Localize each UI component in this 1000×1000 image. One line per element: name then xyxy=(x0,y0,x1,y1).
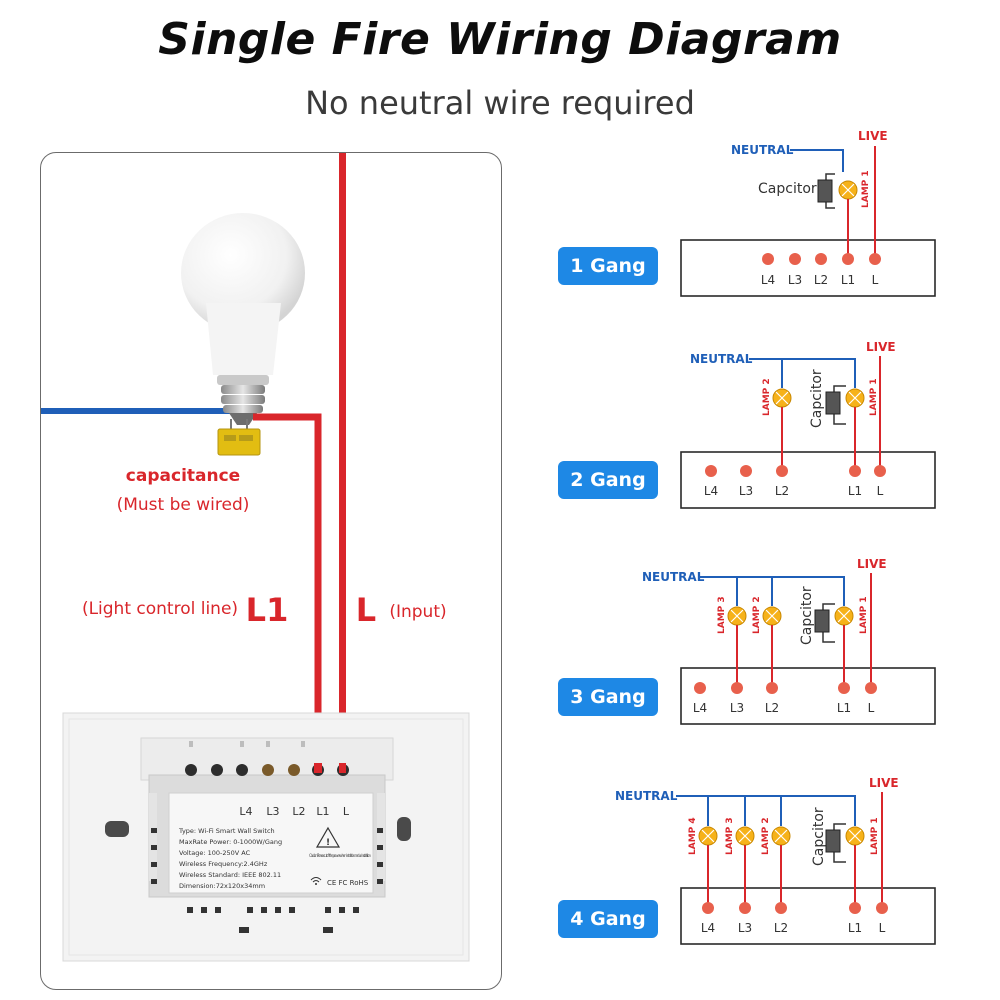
capacitor-label: Capcitor xyxy=(811,807,827,866)
light-control-line-label: (Light control line) xyxy=(82,599,238,619)
diagram-subtitle: No neutral wire required xyxy=(305,84,695,122)
neutral-label: NEUTRAL xyxy=(731,143,794,157)
terminal-l2: L2 xyxy=(774,921,788,935)
must-be-wired-label: (Must be wired) xyxy=(117,495,250,515)
input-label: (Input) xyxy=(389,602,446,622)
terminal-l3: L3 xyxy=(738,921,752,935)
spec-line: MaxRate Power: 0-1000W/Gang xyxy=(179,838,282,846)
terminal-l3: L3 xyxy=(739,484,753,498)
terminal-l1: L1 xyxy=(841,273,855,287)
terminal-l1: L1 xyxy=(848,484,862,498)
lamp-label: LAMP 3 xyxy=(725,817,735,855)
switch-terminal-l2: L2 xyxy=(292,805,305,818)
live-label: LIVE xyxy=(858,129,888,143)
smart-switch-back xyxy=(62,712,470,962)
spec-line: Wireless Frequency:2.4GHz xyxy=(179,860,268,868)
certification-marks: CE FC RoHS xyxy=(327,879,369,887)
lamp-label: LAMP 2 xyxy=(752,596,762,634)
live-label: LIVE xyxy=(857,557,887,571)
neutral-label: NEUTRAL xyxy=(642,570,705,584)
spec-line: Type: Wi-Fi Smart Wall Switch xyxy=(178,827,275,835)
caution-text: Caution: Please cut off the power when i… xyxy=(309,853,371,858)
lamp-label: LAMP 1 xyxy=(861,170,871,208)
lamp-label: LAMP 1 xyxy=(869,378,879,416)
lamp-label: LAMP 1 xyxy=(870,817,880,855)
spec-line: Wireless Standard: IEEE 802.11 xyxy=(179,871,281,879)
gang-diagram-3: NEUTRAL LIVE Capcitor LAMP 3 LAMP 2 LAMP… xyxy=(642,557,936,725)
neutral-label: NEUTRAL xyxy=(690,352,753,366)
terminal-l: L xyxy=(868,701,875,715)
terminal-l4: L4 xyxy=(761,273,775,287)
l1-big-label: L1 xyxy=(246,591,289,629)
capacitor-icon xyxy=(217,419,261,456)
lamp-label: LAMP 2 xyxy=(762,378,772,416)
spec-line: Dimension:72x120x34mm xyxy=(179,882,265,890)
terminal-l: L xyxy=(879,921,886,935)
wifi-icon xyxy=(310,877,322,885)
badge-3-gang: 3 Gang xyxy=(558,678,658,716)
terminal-l4: L4 xyxy=(693,701,707,715)
capacitor-label: Capcitor xyxy=(809,369,825,428)
caution-warning-icon: ! xyxy=(315,826,341,848)
lamp-label: LAMP 1 xyxy=(859,596,869,634)
terminal-l4: L4 xyxy=(704,484,718,498)
terminal-l3: L3 xyxy=(788,273,802,287)
switch-terminal-l3: L3 xyxy=(266,805,279,818)
svg-text:!: ! xyxy=(326,838,330,848)
terminal-l1: L1 xyxy=(848,921,862,935)
terminal-l4: L4 xyxy=(701,921,715,935)
l-big-label: L xyxy=(356,591,376,629)
l1-wire-end xyxy=(314,763,322,773)
light-bulb-icon xyxy=(181,213,305,425)
lamp-label: LAMP 3 xyxy=(717,596,727,634)
neutral-wire xyxy=(41,408,236,414)
switch-terminal-l4: L4 xyxy=(239,805,252,818)
neutral-label: NEUTRAL xyxy=(615,789,678,803)
switch-terminal-labels: L4 L3 L2 L1 L xyxy=(239,805,350,818)
switch-terminal-l: L xyxy=(343,805,350,818)
badge-1-gang: 1 Gang xyxy=(558,247,658,285)
capacitor-label: Capcitor xyxy=(758,181,817,197)
live-label: LIVE xyxy=(869,776,899,790)
l-wire-end xyxy=(339,763,346,773)
live-wire xyxy=(339,153,346,771)
badge-4-gang: 4 Gang xyxy=(558,900,658,938)
switch-spec-label: Type: Wi-Fi Smart Wall Switch MaxRate Po… xyxy=(178,827,282,890)
badge-2-gang: 2 Gang xyxy=(558,461,658,499)
light-control-wire xyxy=(253,413,322,771)
terminal-l: L xyxy=(872,273,879,287)
gang-diagram-1: NEUTRAL LIVE Capcitor LAMP 1 L4 L3 L2 L1… xyxy=(680,129,936,297)
spec-line: Voltage: 100-250V AC xyxy=(179,849,251,857)
gang-diagram-4: NEUTRAL LIVE Capcitor LAMP 4 LAMP 3 LAMP… xyxy=(615,776,936,945)
terminal-l2: L2 xyxy=(775,484,789,498)
lamp-label: LAMP 2 xyxy=(761,817,771,855)
terminal-l1: L1 xyxy=(837,701,851,715)
terminal-l2: L2 xyxy=(765,701,779,715)
terminal-l: L xyxy=(877,484,884,498)
gang-diagram-2: NEUTRAL LIVE Capcitor LAMP 2 LAMP 1 L4 L… xyxy=(680,340,936,509)
terminal-l2: L2 xyxy=(814,273,828,287)
lamp-label: LAMP 4 xyxy=(688,817,698,855)
capacitor-label: Capcitor xyxy=(799,586,815,645)
main-wiring-illustration: capacitance (Must be wired) (Light contr… xyxy=(41,153,470,962)
live-label: LIVE xyxy=(866,340,896,354)
switch-terminal-l1: L1 xyxy=(316,805,329,818)
terminal-l3: L3 xyxy=(730,701,744,715)
capacitance-label: capacitance xyxy=(126,466,240,486)
main-wiring-panel: capacitance (Must be wired) (Light contr… xyxy=(40,152,502,990)
diagram-title: Single Fire Wiring Diagram xyxy=(158,14,842,65)
